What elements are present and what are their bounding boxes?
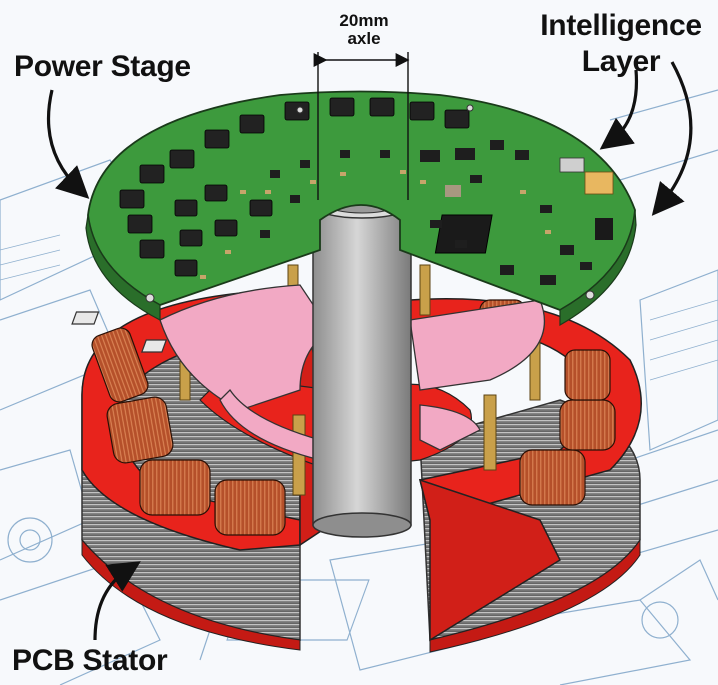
intelligence-layer-label: Intelligence Layer (526, 8, 716, 80)
power-stage-label: Power Stage (14, 50, 191, 83)
axle-size-text: 20mm (339, 11, 389, 30)
pcb-board (85, 90, 637, 327)
intelligence-label-line2: Layer (581, 45, 661, 78)
intelligence-label-line1: Intelligence (540, 9, 702, 42)
pink-plates (71, 284, 545, 461)
axle (312, 191, 412, 538)
axle-dimension (313, 52, 410, 200)
callout-arrows (46, 61, 693, 641)
axle-word-text: axle (347, 29, 381, 48)
microcontroller (434, 214, 493, 254)
stator-coils (91, 299, 616, 536)
axle-dimension-label: 20mm axle (318, 12, 410, 48)
power-components (119, 97, 470, 277)
pcb-stator-label: PCB Stator (12, 644, 168, 677)
